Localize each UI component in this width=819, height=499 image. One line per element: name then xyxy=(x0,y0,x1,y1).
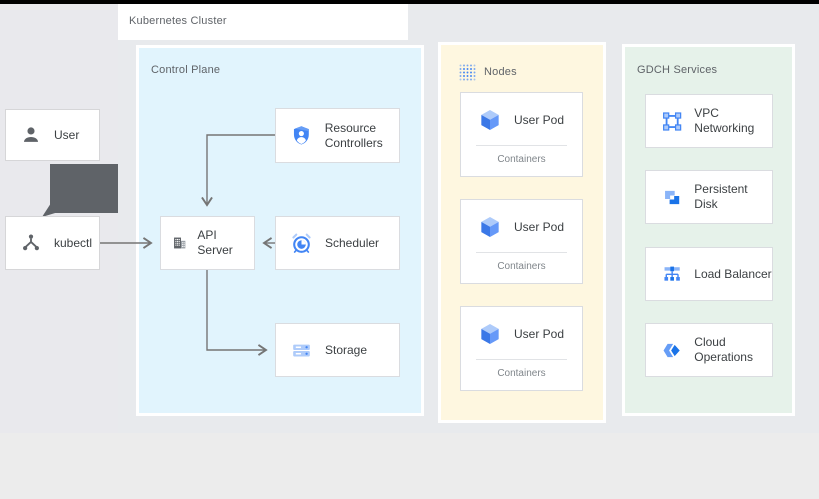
person-icon xyxy=(23,127,39,142)
shield-person-icon xyxy=(293,125,309,144)
pod-cube-icon xyxy=(481,217,499,237)
user-pod-label: User Pod xyxy=(514,220,565,234)
api-server-label: API Server xyxy=(197,228,233,257)
nodes-dotted-grid-icon xyxy=(459,64,476,81)
user-pod-label: User Pod xyxy=(514,327,565,341)
cloud-operations-label: Cloud Operations xyxy=(694,335,753,364)
pod-divider xyxy=(476,359,567,360)
scheduler-card: Scheduler xyxy=(275,216,400,270)
pod-divider xyxy=(476,145,567,146)
resource-controllers-label: Resource Controllers xyxy=(324,120,383,150)
kubectl-label: kubectl xyxy=(54,236,93,250)
pod-cube-icon xyxy=(481,324,499,344)
scheduler-clock-icon xyxy=(292,233,311,253)
user-pod-card: User Pod Containers xyxy=(460,306,583,391)
user-to-kubectl-arrowhead xyxy=(42,200,65,217)
kubernetes-cluster-container: Kubernetes Cluster xyxy=(118,4,408,40)
top-black-bar xyxy=(0,0,819,4)
storage-card: Storage xyxy=(275,323,400,377)
nodes-label: Nodes xyxy=(484,66,517,78)
load-balancer-label: Load Balancer xyxy=(694,266,772,281)
control-plane-label: Control Plane xyxy=(151,64,221,76)
vpc-networking-label: VPC Networking xyxy=(694,106,755,135)
user-pod-card: User Pod Containers xyxy=(460,92,583,177)
vpc-networking-icon xyxy=(663,111,682,131)
pod-divider xyxy=(476,252,567,253)
load-balancer-card: Load Balancer xyxy=(645,247,773,301)
user-pod-card: User Pod Containers xyxy=(460,199,583,284)
persistent-disk-icon xyxy=(665,190,680,204)
kubectl-icon xyxy=(23,234,39,251)
kubectl-box: kubectl xyxy=(5,216,100,270)
persistent-disk-card: Persistent Disk xyxy=(645,170,773,224)
user-label: User xyxy=(54,128,80,142)
containers-label: Containers xyxy=(497,261,546,272)
vpc-networking-card: VPC Networking xyxy=(645,94,773,148)
bottom-background-strip xyxy=(0,433,819,499)
cloud-operations-icon xyxy=(663,343,680,357)
scheduler-label: Scheduler xyxy=(325,235,380,250)
gdch-services-label: GDCH Services xyxy=(637,64,718,76)
user-to-kubectl-arrow-body xyxy=(50,164,118,213)
cloud-operations-card: Cloud Operations xyxy=(645,323,773,377)
api-server-building-icon xyxy=(174,237,186,249)
storage-disks-icon xyxy=(293,344,310,356)
user-pod-label: User Pod xyxy=(514,113,565,127)
load-balancer-icon xyxy=(664,266,680,281)
pod-cube-icon xyxy=(481,110,499,130)
kubernetes-cluster-label: Kubernetes Cluster xyxy=(129,15,227,27)
containers-label: Containers xyxy=(497,368,546,379)
storage-label: Storage xyxy=(325,342,368,357)
api-server-card: API Server xyxy=(160,216,255,270)
persistent-disk-label: Persistent Disk xyxy=(694,182,748,211)
user-box: User xyxy=(5,109,100,161)
containers-label: Containers xyxy=(497,154,546,165)
resource-controllers-card: Resource Controllers xyxy=(275,108,400,163)
